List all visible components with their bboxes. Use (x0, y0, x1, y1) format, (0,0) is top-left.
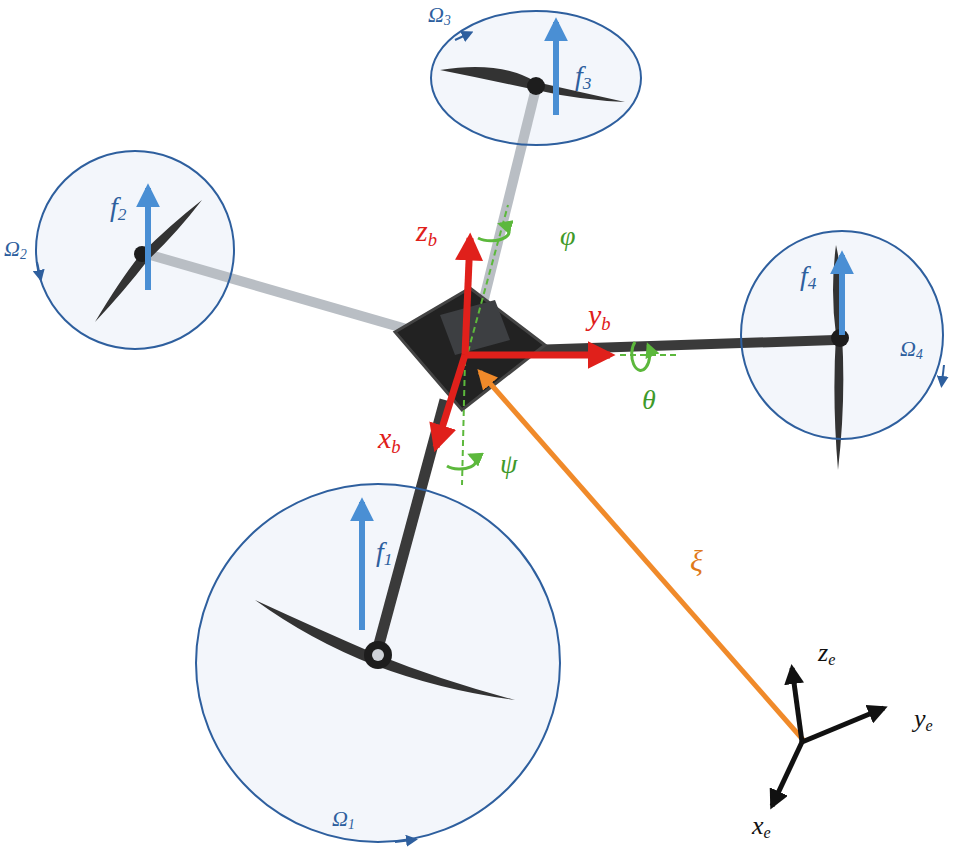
body-axis-label: zb (416, 216, 437, 249)
body-axis-label: xb (378, 423, 401, 456)
earth-axis-label: ye (914, 706, 933, 734)
rotor-disc: f3Ω3 (430, 10, 642, 146)
rotor-speed-label: Ω2 (4, 238, 27, 262)
rotor-speed-label: Ω1 (332, 808, 355, 832)
thrust-label: f3 (575, 62, 591, 93)
rotor-outline (430, 10, 642, 146)
angle-label: ψ (500, 450, 517, 478)
thrust-label: f2 (110, 193, 126, 224)
position-label: ξ (690, 546, 703, 576)
rotor-disc: f4Ω4 (740, 230, 944, 440)
rotor-outline (35, 150, 235, 350)
thrust-label: f1 (376, 538, 392, 569)
angle-label: φ (560, 222, 576, 250)
rotor-disc: f2Ω2 (35, 150, 235, 350)
rotor-speed-label: Ω3 (428, 4, 451, 28)
body-axis-label: yb (588, 300, 611, 333)
earth-axis-label: xe (752, 813, 771, 841)
angle-label: θ (642, 386, 656, 414)
earth-axis-label: ze (818, 640, 835, 668)
rotor-outline (740, 230, 944, 440)
rotor-speed-label: Ω4 (900, 338, 923, 362)
thrust-label: f4 (800, 262, 816, 293)
rotor-disc: f1Ω1 (195, 483, 561, 843)
